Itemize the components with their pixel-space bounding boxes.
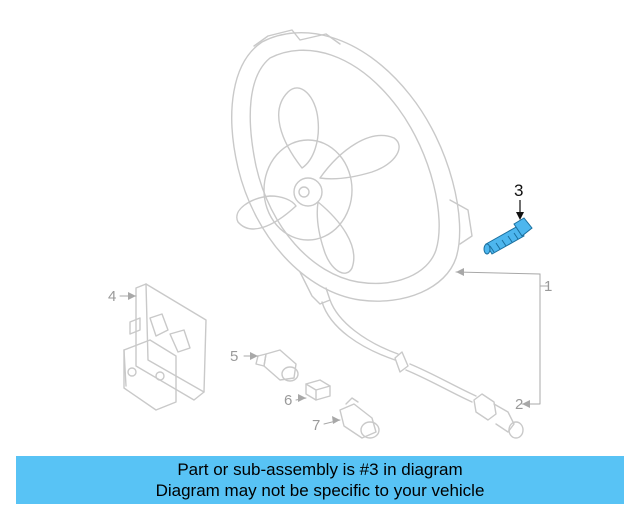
bolt-part-3-highlighted	[483, 217, 533, 255]
connector-part-2	[473, 393, 524, 439]
banner-line-2: Diagram may not be specific to your vehi…	[155, 481, 485, 500]
info-banner: Part or sub-assembly is #3 in diagram Di…	[16, 456, 624, 504]
parts-diagram: 1 2 3 4 5 6 7	[108, 29, 552, 439]
leader-lines	[119, 271, 549, 425]
callout-2: 2	[515, 396, 523, 413]
callout-5: 5	[230, 348, 238, 365]
sensor-part-5	[255, 349, 299, 382]
callout-4: 4	[108, 288, 116, 305]
banner-line-1: Part or sub-assembly is #3 in diagram	[177, 460, 463, 479]
callout-3: 3	[514, 181, 523, 200]
callout-7: 7	[312, 417, 320, 434]
clip-part-6	[305, 379, 331, 401]
bracket-part-4	[123, 283, 207, 411]
fan-shroud-assembly	[231, 29, 524, 439]
switch-part-7	[339, 397, 380, 439]
callout-1: 1	[544, 278, 552, 295]
callout-6: 6	[284, 392, 292, 409]
